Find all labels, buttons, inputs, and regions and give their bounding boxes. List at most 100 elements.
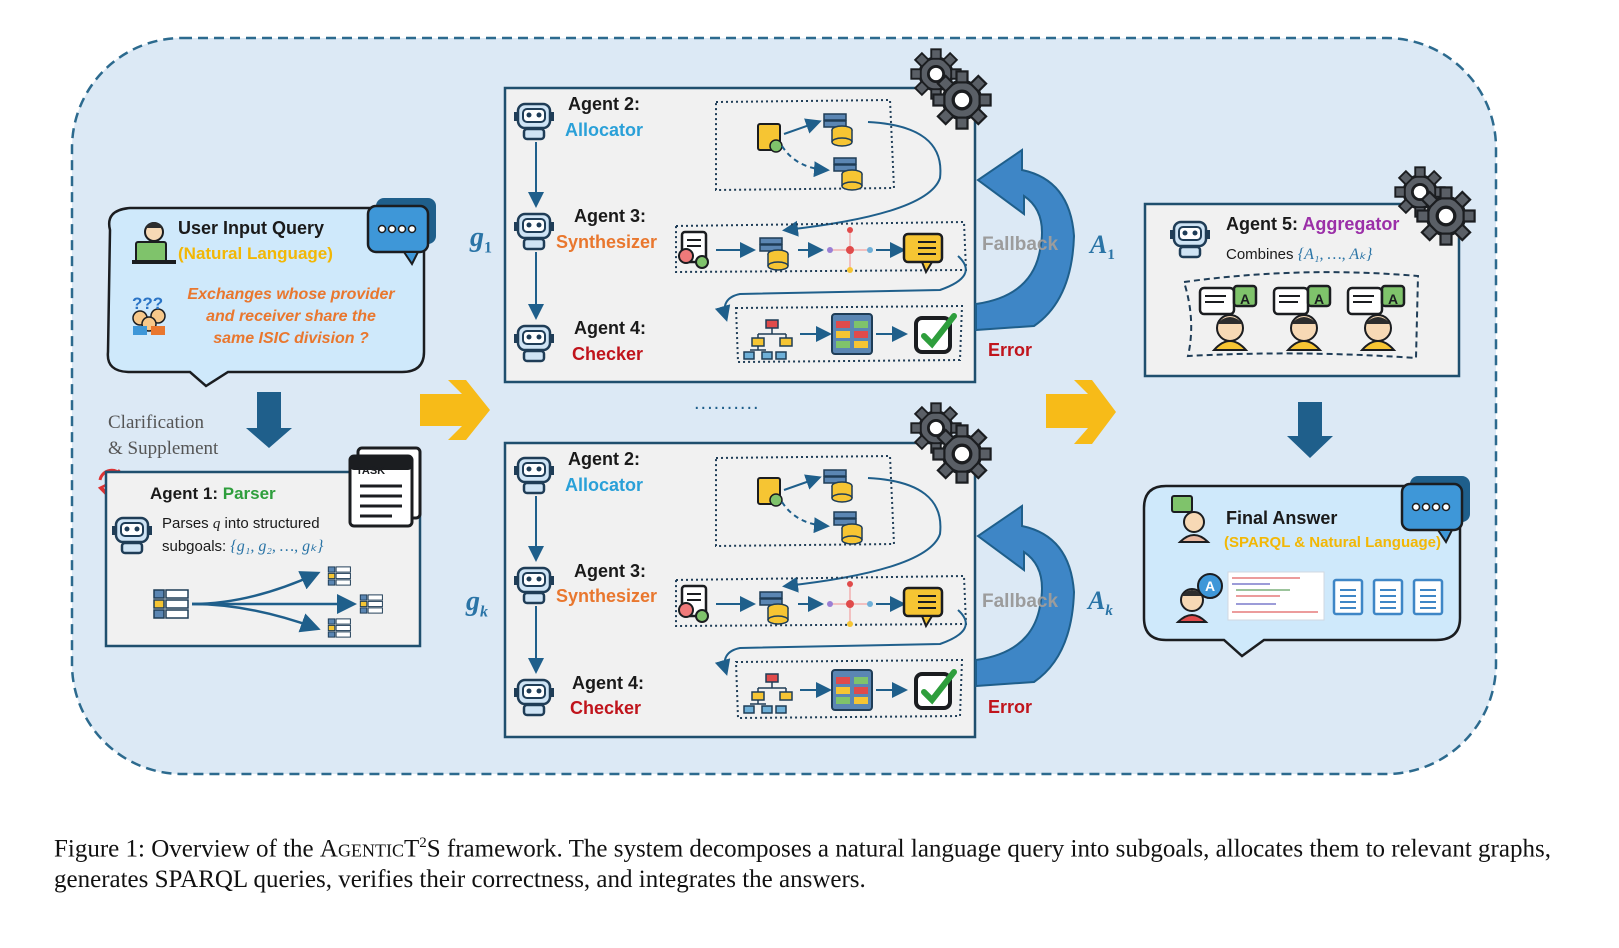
bottom-agent2-role: Allocator bbox=[565, 475, 644, 495]
flow-arrow-dashed bbox=[781, 145, 830, 178]
person-avatar-icon bbox=[1175, 573, 1223, 623]
answer-label-bottom-letter: A bbox=[1088, 586, 1106, 615]
top-agent3-role: Synthesizer bbox=[556, 232, 658, 252]
caption-name-t: T bbox=[403, 835, 420, 863]
top-agent4-role: Checker bbox=[572, 344, 644, 364]
top-agent4-label: Agent 4: bbox=[574, 318, 646, 338]
doc-check-icon bbox=[757, 123, 783, 153]
graph-label-bottom-sub: k bbox=[480, 603, 488, 621]
document-icon bbox=[677, 230, 710, 270]
subgoal-list-icon-small bbox=[327, 618, 351, 638]
bubble-letter: A bbox=[1240, 291, 1251, 307]
graph-label-bottom-letter: g bbox=[466, 586, 480, 617]
caption-name-s: S bbox=[426, 835, 441, 863]
flow-arrow-dashed bbox=[781, 501, 830, 534]
flow-arrow bbox=[714, 609, 967, 676]
document-icon bbox=[1332, 578, 1364, 616]
final-title: Final Answer bbox=[1226, 508, 1338, 528]
parser-agent-label: Agent 1: Parser bbox=[150, 484, 276, 504]
document-icon bbox=[1412, 578, 1444, 616]
graph-nodes-icon bbox=[827, 227, 873, 273]
aggregator-desc-text: Combines bbox=[1226, 246, 1298, 263]
input-question-line3: same ISIC division ? bbox=[213, 330, 369, 347]
schema-grid-icon bbox=[831, 313, 873, 355]
bubble-letter: A bbox=[1388, 291, 1399, 307]
parser-desc-line2: subgoals: {g₁, g₂, …, gₖ} bbox=[162, 536, 323, 556]
top-agent2-role: Allocator bbox=[565, 120, 644, 140]
checkmark-icon bbox=[916, 672, 954, 708]
allocator-region bbox=[715, 98, 896, 192]
checker-region bbox=[734, 304, 964, 364]
answer-label-top-sub: 1 bbox=[1107, 247, 1115, 264]
answer-bubble-icon bbox=[902, 232, 944, 275]
task-label: TASK bbox=[356, 465, 386, 477]
flow-arrow bbox=[783, 474, 822, 491]
bottom-agent4-role: Checker bbox=[570, 698, 642, 718]
parser-desc-pre: Parses bbox=[162, 515, 213, 532]
graph-label-top-sub: 1 bbox=[484, 239, 492, 257]
parser-desc-line2-text: subgoals: bbox=[162, 538, 231, 555]
bottom-error: Error bbox=[988, 697, 1033, 717]
document-icon bbox=[1372, 578, 1404, 616]
fallback-curve-bottom bbox=[975, 504, 1076, 688]
question-marks: ??? bbox=[132, 294, 164, 313]
bottom-agent4-label: Agent 4: bbox=[572, 673, 644, 693]
graph-label-bottom: gk bbox=[466, 586, 488, 622]
parser-desc-post: into structured bbox=[220, 515, 320, 532]
pipeline-ellipsis: .......... bbox=[694, 392, 760, 414]
input-subtitle: (Natural Language) bbox=[178, 244, 333, 263]
people-question-icon bbox=[132, 308, 166, 335]
parser-agent-number: Agent 1: bbox=[150, 484, 218, 503]
answer-label-top-letter: A bbox=[1090, 230, 1108, 259]
graph-nodes-icon bbox=[827, 581, 873, 627]
task-board-icon bbox=[348, 446, 422, 528]
top-agent3-label: Agent 3: bbox=[574, 206, 646, 226]
figure-caption: Figure 1: Overview of the AgenticT2S fra… bbox=[54, 828, 1574, 895]
bottom-agent3-label: Agent 3: bbox=[574, 561, 646, 581]
bottom-fallback: Fallback bbox=[982, 591, 1059, 612]
flow-arrow bbox=[782, 477, 942, 593]
checkmark-icon bbox=[916, 316, 954, 352]
parser-desc-line1: Parses q into structured bbox=[162, 515, 320, 533]
person-check-icon bbox=[1171, 495, 1211, 543]
top-fallback: Fallback bbox=[982, 234, 1059, 255]
answers-region bbox=[1182, 271, 1420, 360]
user-computer-icon bbox=[132, 222, 176, 264]
split-arrow-3 bbox=[191, 602, 321, 633]
allocator-region bbox=[715, 454, 896, 548]
document-icon bbox=[677, 584, 710, 624]
answer-label-top: A1 bbox=[1090, 230, 1115, 264]
parser-q: q bbox=[212, 516, 221, 532]
caption-name-sup: 2 bbox=[419, 835, 427, 851]
parser-role: Parser bbox=[222, 484, 276, 503]
answer-label-bottom-sub: k bbox=[1105, 603, 1113, 620]
caption-name-agentic: Agentic bbox=[319, 835, 404, 863]
yellow-arrow-left bbox=[420, 380, 490, 440]
aggregator-role: Aggregator bbox=[1302, 214, 1400, 234]
bottom-agent2-label: Agent 2: bbox=[568, 449, 640, 469]
yellow-arrow-right bbox=[1046, 380, 1116, 444]
subgoal-list-icon-small bbox=[327, 566, 351, 586]
final-subtitle: (SPARQL & Natural Language) bbox=[1224, 534, 1441, 551]
clarify-line2: & Supplement bbox=[108, 438, 219, 459]
flow-arrow bbox=[783, 118, 822, 135]
input-title: User Input Query bbox=[178, 218, 325, 238]
bottom-agent3-role: Synthesizer bbox=[556, 586, 658, 606]
aggregator-desc: Combines {A₁, …, Aₖ} bbox=[1226, 244, 1372, 264]
doc-check-icon bbox=[757, 477, 783, 507]
caption-rest: framework. The system decomposes a natur… bbox=[54, 835, 1551, 894]
parser-subgoal-set: {g₁, g₂, …, gₖ} bbox=[230, 538, 324, 555]
answer-bubble-icon bbox=[902, 586, 944, 629]
subgoal-list-icon bbox=[153, 589, 189, 619]
code-lines bbox=[1232, 577, 1318, 613]
input-question-line1: Exchanges whose provider bbox=[187, 286, 395, 303]
user-input-bubble bbox=[106, 206, 426, 388]
bubble-letter: A bbox=[1314, 291, 1325, 307]
flow-arrow bbox=[782, 121, 942, 237]
input-question-line2: and receiver share the bbox=[206, 308, 376, 325]
top-error: Error bbox=[988, 340, 1033, 360]
top-agent2-label: Agent 2: bbox=[568, 94, 640, 114]
fallback-curve-top bbox=[975, 148, 1076, 332]
